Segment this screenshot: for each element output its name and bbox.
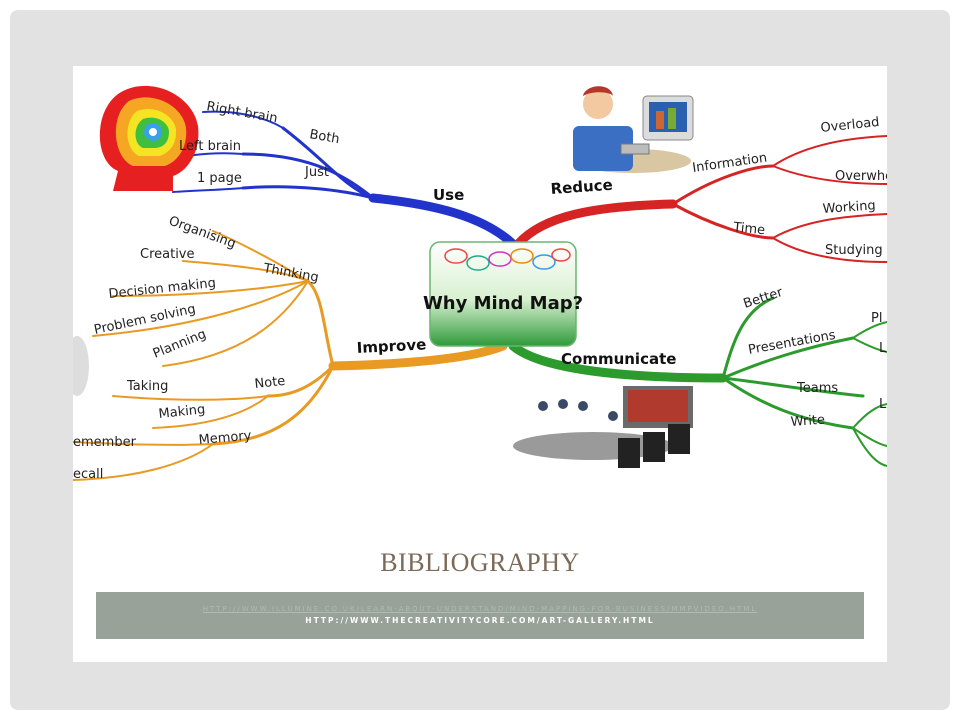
improve-branch — [73, 230, 508, 481]
bibliography-links-box: HTTP://WWW.ILLUMINE.CO.UK/LEARN-ABOUT-UN… — [96, 592, 864, 639]
mind-map-image: Why Mind Map? — [73, 66, 887, 518]
reduce-item-studying: Studying — [825, 243, 883, 258]
improve-item-ecall: ecall — [73, 467, 103, 482]
bibliography-link-illumine[interactable]: HTTP://WWW.ILLUMINE.CO.UK/LEARN-ABOUT-UN… — [202, 605, 758, 613]
communicate-item-pl: Pl — [871, 311, 882, 326]
meeting-room-illustration — [513, 386, 693, 468]
improve-item-thinking: Thinking — [261, 261, 319, 286]
reduce-item-information: Information — [691, 151, 768, 176]
communicate-item-l1: L — [879, 341, 887, 356]
use-branch — [172, 110, 518, 249]
use-label: Use — [433, 186, 464, 204]
caption-area: BIBLIOGRAPHY HTTP://WWW.ILLUMINE.CO.UK/L… — [73, 518, 887, 662]
reduce-item-overwhe: Overwhe — [835, 169, 887, 184]
reduce-label: Reduce — [550, 176, 613, 198]
reduce-branch — [513, 135, 887, 263]
improve-item-memory: Memory — [198, 428, 252, 448]
use-item-1-page: 1 page — [197, 171, 242, 186]
slide: Why Mind Map? — [73, 66, 887, 662]
communicate-item-teams: Teams — [796, 381, 838, 396]
speech-bubbles-icon — [444, 248, 571, 271]
bibliography-title: BIBLIOGRAPHY — [380, 548, 580, 577]
communicate-item-better: Better — [742, 285, 786, 312]
communicate-label: Communicate — [561, 350, 676, 368]
improve-item-decision-making: Decision making — [108, 276, 217, 302]
reduce-item-working: Working — [822, 198, 876, 217]
improve-item-problem-solving: Problem solving — [93, 302, 197, 338]
rainbow-head-icon — [99, 85, 199, 191]
bibliography-link-creativitycore[interactable]: HTTP://WWW.THECREATIVITYCORE.COM/ART-GAL… — [305, 616, 655, 625]
communicate-item-write: Write — [790, 413, 825, 430]
use-item-just: Just — [304, 165, 329, 180]
improve-item-planning: Planning — [151, 327, 209, 362]
improve-item-note: Note — [254, 374, 286, 392]
mind-map-diagram: Why Mind Map? — [73, 85, 887, 482]
improve-item-emember: emember — [73, 435, 137, 450]
center-node: Why Mind Map? — [423, 241, 583, 347]
use-item-right-brain: Right brain — [205, 99, 278, 126]
communicate-item-l2: L — [879, 397, 887, 412]
reduce-item-overload: Overload — [820, 115, 880, 136]
use-item-both: Both — [308, 127, 340, 147]
communicate-branch — [508, 296, 887, 467]
improve-label: Improve — [356, 335, 426, 357]
woman-at-computer-illustration — [573, 86, 694, 173]
improve-item-taking: Taking — [126, 379, 168, 394]
use-item-left-brain: Left brain — [179, 139, 241, 154]
improve-item-making: Making — [158, 402, 206, 422]
reduce-item-time: Time — [732, 220, 766, 238]
improve-item-creative: Creative — [140, 247, 195, 262]
partial-figure-left — [73, 336, 89, 396]
center-label: Why Mind Map? — [423, 293, 583, 314]
